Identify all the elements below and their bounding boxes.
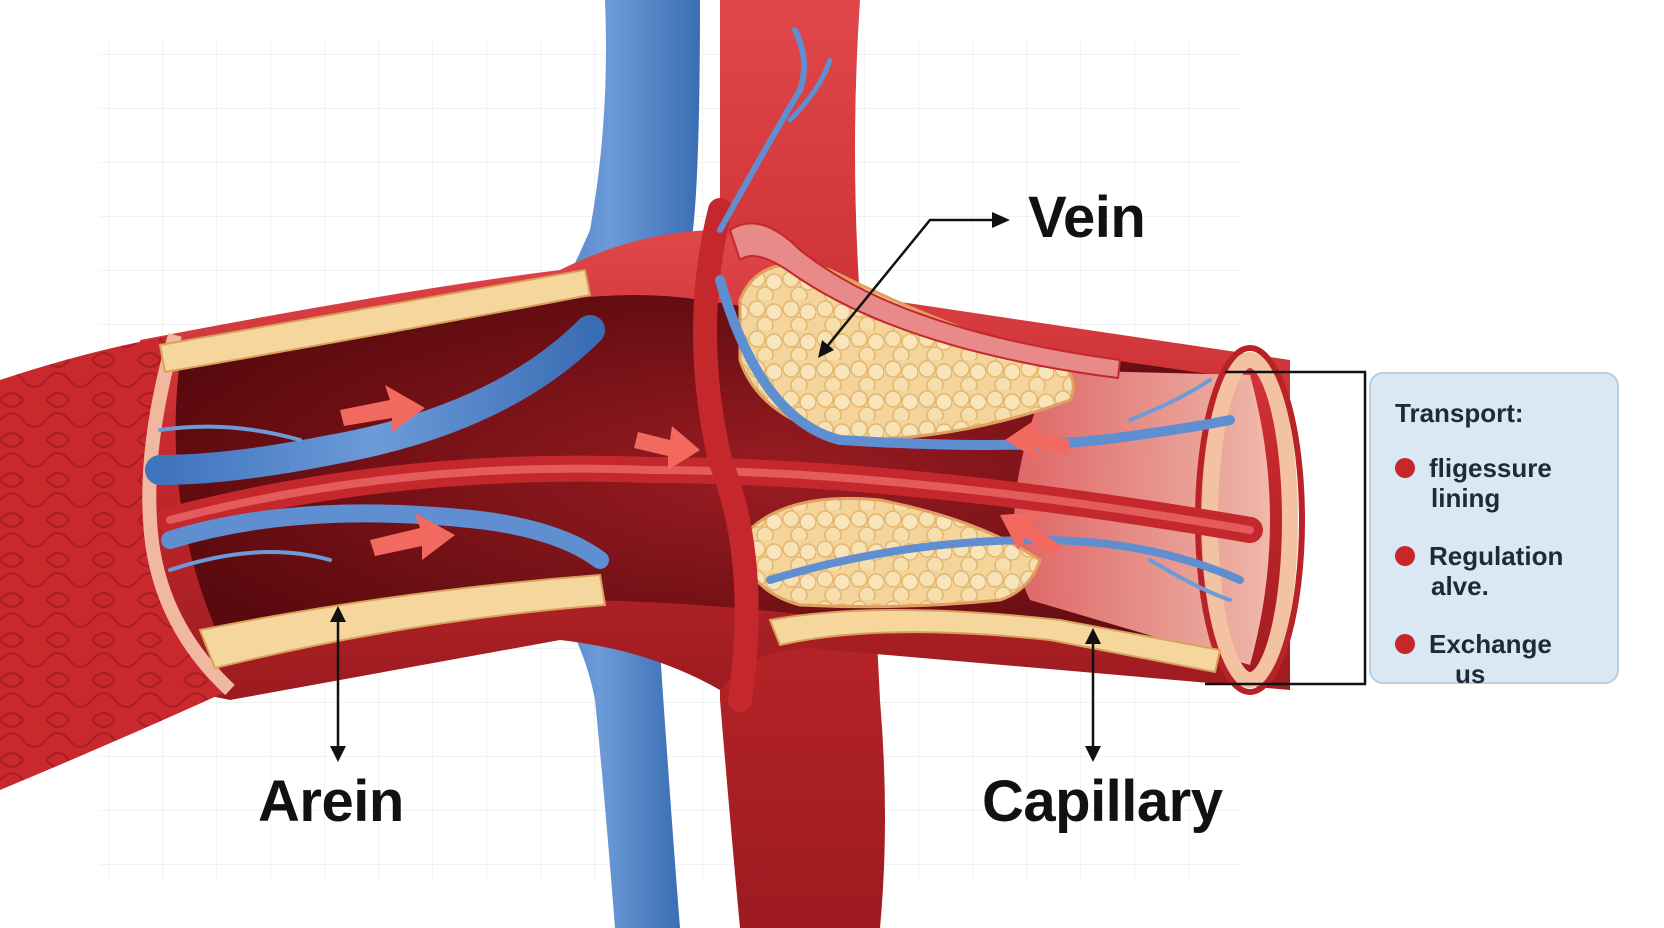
vein-capillary-fine	[158, 378, 1232, 602]
legend-item-line1: fligessure	[1429, 453, 1552, 483]
legend-item-text: fligessure lining	[1429, 453, 1552, 513]
transport-legend: Transport: fligessure lining Regulation …	[1369, 372, 1619, 689]
outer-cylinder-left	[0, 335, 230, 790]
legend-item-text: Regulation alve.	[1429, 541, 1563, 601]
legend-item-line2: us	[1455, 659, 1486, 689]
vein-label: Vein	[1028, 185, 1146, 250]
cylinder-rim-left	[142, 333, 235, 696]
vein-branch-main	[145, 315, 605, 485]
vein-branch-right	[715, 275, 1235, 450]
callout-lines	[336, 218, 1367, 752]
lower-layered-wall	[768, 609, 1222, 674]
upper-wall-layer-left	[158, 268, 592, 374]
legend-bullet-icon	[1395, 546, 1415, 566]
lower-wall-layer-left	[198, 573, 607, 670]
legend-item-line2: alve.	[1431, 571, 1489, 601]
legend-title: Transport:	[1395, 398, 1524, 428]
legend-item-line1: Regulation	[1429, 541, 1564, 571]
legend-item-line1: Exchange	[1429, 629, 1552, 659]
legend-item-text: Exchange us	[1429, 629, 1552, 689]
upper-layered-wall	[728, 222, 1122, 380]
legend-item: fligessure lining	[1395, 453, 1597, 513]
callout-arrowheads	[330, 212, 1101, 762]
flow-arrows	[340, 385, 1070, 560]
vein-branch-lower	[161, 504, 609, 569]
legend-bullet-icon	[1395, 458, 1415, 478]
legend-item: Exchange us	[1395, 629, 1597, 689]
legend-item-line2: lining	[1431, 483, 1501, 513]
capillary-label: Capillary	[982, 769, 1223, 834]
vein-capillary-top	[717, 27, 807, 233]
legend-bullet-icon	[1395, 634, 1415, 654]
legend-item: Regulation alve.	[1395, 541, 1597, 601]
artery-branch-vertical	[693, 198, 759, 712]
arein-label: Arein	[258, 769, 404, 834]
vein-capillary-top2	[787, 57, 833, 123]
